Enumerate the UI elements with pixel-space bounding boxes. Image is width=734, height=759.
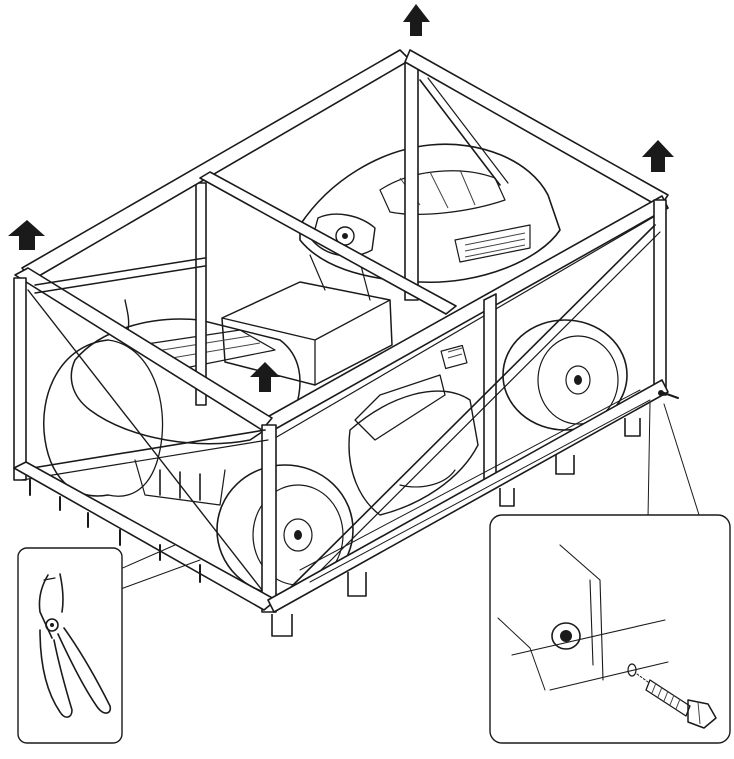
mowing-deck <box>348 344 479 516</box>
crate-top-rail-right <box>404 49 669 208</box>
crate-post-back-left <box>195 182 207 406</box>
lift-arrow-icon <box>8 220 45 250</box>
crate-top-rail-back <box>21 49 411 281</box>
crate-post-back-far <box>404 57 419 301</box>
mower-seat <box>221 281 393 386</box>
mower-hood <box>299 143 561 284</box>
crate-bottom-rail-front <box>267 379 669 613</box>
lift-arrow-icon <box>403 4 430 36</box>
pliers-panel <box>17 547 123 744</box>
nut-detail <box>551 622 581 650</box>
crate-top-crossbar <box>199 171 457 315</box>
pliers-icon <box>38 573 112 718</box>
crate-post-front-corner <box>261 424 277 613</box>
crate-top-rail-left <box>14 267 273 431</box>
crate-post-right-corner <box>653 199 667 396</box>
shipping-crate <box>13 49 701 637</box>
crate-post-left-corner <box>13 277 27 481</box>
lift-arrow-icon <box>250 362 280 392</box>
lift-arrow-icon <box>642 140 674 172</box>
bolt-detail-panel <box>489 514 731 744</box>
bolt-detail <box>645 679 717 729</box>
